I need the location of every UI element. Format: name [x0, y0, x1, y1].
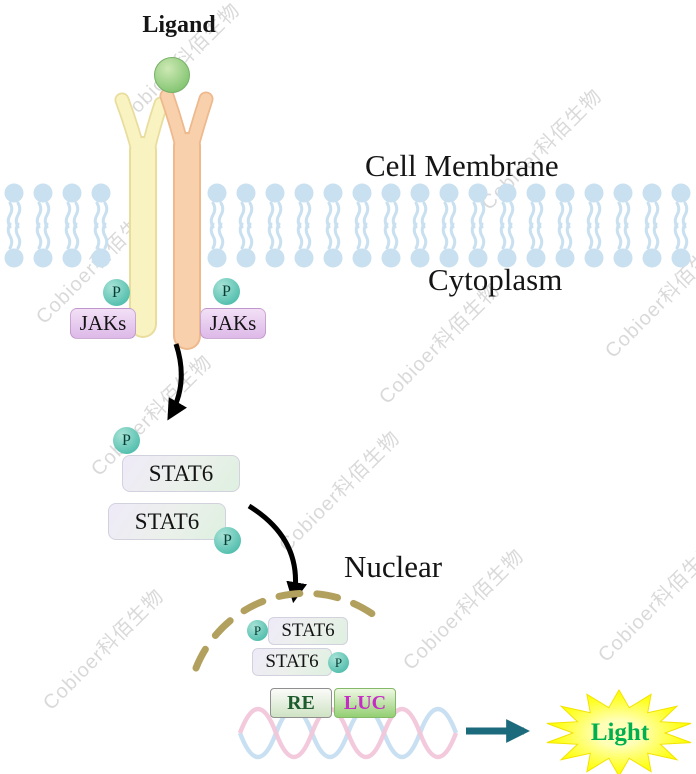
arrow-stat6-to-nucleus	[247, 503, 308, 604]
cell-membrane-bilayer	[4, 183, 691, 268]
cytoplasm-label: Cytoplasm	[428, 262, 563, 297]
jaks-box-right: JAKs	[200, 308, 266, 339]
ligand-label: Ligand	[142, 12, 216, 38]
phospho-stat6-nucleus-bottom: P	[328, 652, 349, 673]
light-burst	[546, 688, 692, 774]
stat6-box-cytoplasm-top: STAT6	[122, 455, 240, 492]
phospho-stat6-bottom: P	[214, 527, 241, 554]
receptor-left	[114, 92, 169, 338]
luc-reporter-box: LUC	[334, 688, 396, 718]
phospho-jak-left: P	[103, 279, 130, 306]
light-label: Light	[590, 719, 650, 746]
stat6-box-cytoplasm-bottom: STAT6	[108, 503, 226, 540]
receptor-right	[159, 88, 214, 350]
arrow-receptor-to-stat6	[167, 343, 187, 421]
phospho-jak-right: P	[213, 278, 240, 305]
nuclear-membrane-arc	[192, 589, 382, 672]
cell-membrane-label: Cell Membrane	[365, 148, 559, 183]
phospho-stat6-top: P	[113, 427, 140, 454]
jaks-box-left: JAKs	[70, 308, 136, 339]
nuclear-label: Nuclear	[344, 549, 443, 584]
re-response-element-box: RE	[270, 688, 332, 718]
stat6-box-nucleus-bottom: STAT6	[252, 648, 332, 676]
ligand-ball	[154, 57, 190, 93]
phospho-stat6-nucleus-top: P	[247, 620, 268, 641]
dna-helix	[237, 707, 459, 759]
stat6-box-nucleus-top: STAT6	[268, 617, 348, 645]
